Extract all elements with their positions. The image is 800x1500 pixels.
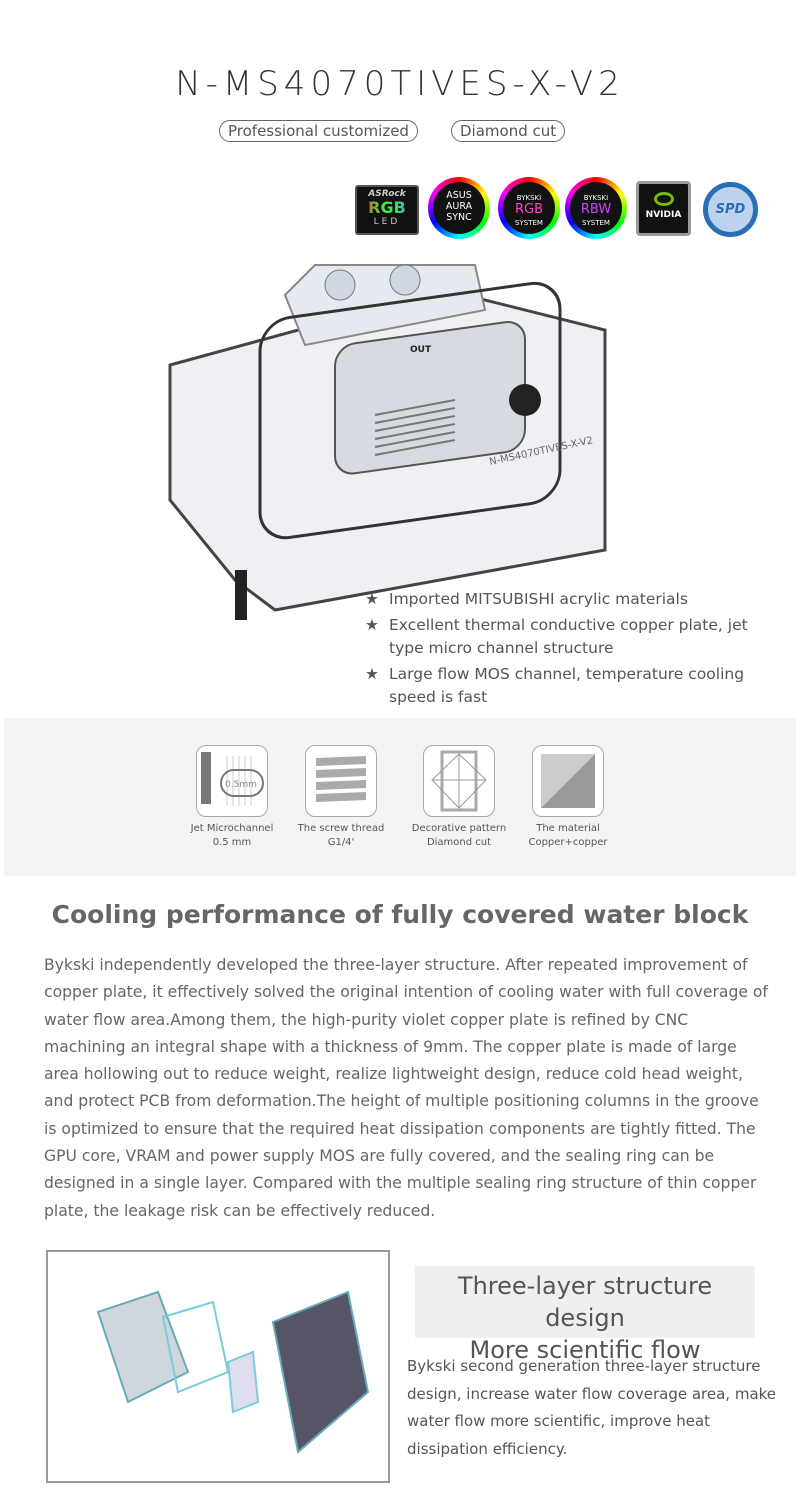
tag-professional-customized: Professional customized [219,120,418,142]
asus-aura-sync-logo: ASUS AURA SYNC [428,177,490,239]
structure-heading: Three-layer structure design More scient… [415,1266,755,1364]
cooling-heading: Cooling performance of fully covered wat… [51,900,749,929]
star-icon: ★ [365,665,379,683]
nvidia-logo: NVIDIA [636,181,691,236]
features-band [4,718,796,876]
material-icon [532,745,604,817]
water-block-product-image: N-MS4070TIVES-X-V2 OUT [168,264,607,620]
svg-text:0.5mm: 0.5mm [225,780,257,790]
feature-bullets: ★Imported MITSUBISHI acrylic materials ★… [365,588,785,712]
cooling-paragraph: Bykski independently developed the three… [44,956,768,1220]
spd-logo: SPD [703,182,758,237]
bullet-item: ★Large flow MOS channel, temperature coo… [365,665,745,706]
bullet-item: ★Imported MITSUBISHI acrylic materials [365,588,785,611]
asrock-rgb-led-logo: ASRock RGB LED [355,185,419,235]
product-title: N-MS4070TIVES-X-V2 [175,64,625,104]
star-icon: ★ [365,590,379,608]
bullet-item: ★Excellent thermal conductive copper pla… [365,616,748,657]
three-layer-exploded-image [46,1250,390,1483]
jet-microchannel-icon: 0.5mm [196,745,268,817]
screw-thread-icon [305,745,377,817]
tag-diamond-cut: Diamond cut [451,120,566,142]
structure-paragraph: Bykski second generation three-layer str… [407,1357,777,1458]
out-port-label: OUT [410,345,432,355]
diamond-cut-icon [423,745,495,817]
asus-aura-sync-text: ASUS AURA SYNC [445,190,473,223]
star-icon: ★ [365,616,379,634]
